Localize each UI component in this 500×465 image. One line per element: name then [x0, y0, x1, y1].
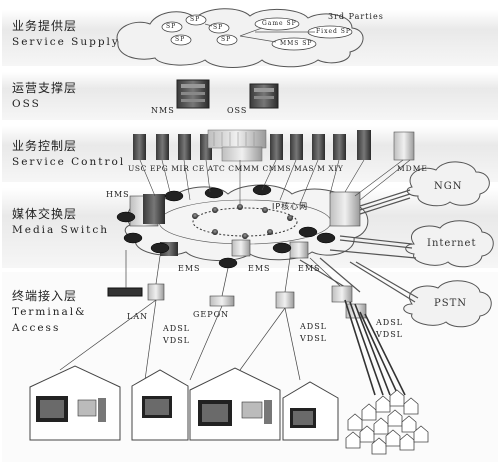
adsl-label: ADSL [376, 318, 403, 327]
game-sp-node [254, 17, 300, 31]
service-control-server-labels: USC EPG MIR CE ATC CMMM CMMS MAS M XIY [128, 164, 344, 173]
pc-icon [241, 401, 263, 419]
adsl-label: ADSL [300, 322, 327, 331]
lan-dslam [147, 283, 165, 301]
ems-label: EMS [248, 264, 271, 273]
layer-title-en: Terminal& [12, 306, 87, 318]
nms-label: NMS [151, 106, 175, 115]
vdsl-label: VDSL [300, 334, 327, 343]
internet-cloud [405, 220, 494, 268]
cmmm-server [270, 134, 283, 160]
layer-label-service-control: 业务控制层 Service Control [12, 138, 125, 170]
adsl-label: ADSL [163, 324, 190, 333]
mas-server [312, 134, 325, 160]
layer-title-zh: 业务提供层 [12, 19, 78, 33]
vdsl-label: VDSL [163, 336, 190, 345]
router-icon [116, 211, 136, 223]
layer-title-zh: 业务控制层 [12, 139, 78, 153]
sp-label: SP [190, 16, 201, 23]
hms-server-2 [143, 194, 165, 224]
sp-label: SP [175, 36, 186, 43]
media-switch-equipment [116, 184, 361, 269]
mms-sp-label: MMS SP [280, 40, 313, 47]
layer-title-en: Service Supply [12, 36, 120, 48]
sp-node [208, 22, 230, 34]
edge-server [329, 191, 361, 227]
router-icon [298, 226, 318, 238]
pstn-cloud [403, 280, 492, 328]
oss-label: OSS [227, 106, 248, 115]
router-icon [272, 242, 292, 254]
third-parties-label: 3rd Parties [328, 12, 384, 21]
gepon-olt [209, 295, 235, 307]
layer-title-en: Media Switch [12, 224, 110, 236]
pc-tower-icon [98, 398, 106, 422]
layer-title-zh: 媒体交换层 [12, 207, 78, 221]
router-icon [164, 190, 184, 202]
sp-node [216, 34, 238, 46]
atc-rack [207, 129, 267, 149]
service-control-servers [133, 129, 415, 162]
m-server [333, 134, 346, 160]
atc-rack-lower [221, 146, 263, 162]
internet-label: Internet [427, 238, 477, 249]
pc-tower-icon [264, 400, 272, 424]
cmms-server [290, 134, 303, 160]
pc-icon [77, 399, 97, 417]
dslam-1 [331, 285, 353, 303]
ems-server-2 [289, 241, 309, 259]
router-icon [218, 257, 238, 269]
layer-label-media-switch: 媒体交换层 Media Switch [12, 206, 109, 238]
pstn-label: PSTN [434, 298, 467, 309]
layer-title-en: Service Control [12, 156, 126, 168]
layer-title-zh: 运营支撑层 [12, 81, 78, 95]
epg-server [156, 134, 169, 160]
ems-label: EMS [298, 264, 321, 273]
sp-node [170, 34, 192, 46]
mdme-server [393, 131, 415, 161]
gepon-label: GEPON [193, 310, 230, 319]
lan-switch [107, 287, 143, 297]
sp-node [185, 14, 207, 26]
router-icon [123, 232, 143, 244]
service-supply-cloud [116, 8, 364, 68]
sp-node [161, 21, 183, 33]
router-icon [150, 242, 170, 254]
router-icon [204, 187, 224, 199]
sp-label: SP [213, 24, 224, 31]
usc-server [133, 134, 146, 160]
layer-label-oss: 运营支撑层 OSS [12, 80, 77, 112]
oss-servers [176, 79, 279, 109]
mir-server [178, 134, 191, 160]
mdme-label: MDME [397, 164, 428, 173]
vdsl-label: VDSL [376, 330, 403, 339]
access-devices [107, 283, 367, 319]
layer-label-access: 终端接入层 Terminal& Access [12, 288, 86, 336]
sp-label: SP [221, 36, 232, 43]
layer-title-en: OSS [12, 98, 41, 110]
layer-title-en-2: Access [12, 322, 61, 334]
ip-core-label: IP核心网 [272, 202, 309, 211]
layer-label-service-supply: 业务提供层 Service Supply [12, 18, 120, 50]
lan-label: LAN [127, 312, 149, 321]
pstn-house-cluster [345, 389, 429, 455]
mms-sp-node [271, 37, 317, 51]
hms-label: HMS [106, 190, 130, 199]
ems-label: EMS [178, 264, 201, 273]
ngn-cloud [406, 161, 490, 207]
sp-label: SP [166, 23, 177, 30]
ngn-label: NGN [434, 181, 463, 192]
layer-title-zh: 终端接入层 [12, 289, 78, 303]
fixed-sp-label: Fixed SP [316, 28, 351, 35]
xiy-server [357, 130, 371, 160]
ems-server-1 [231, 239, 251, 257]
router-icon [316, 232, 336, 244]
game-sp-label: Game SP [262, 20, 297, 27]
adsl-dslam [275, 291, 295, 309]
